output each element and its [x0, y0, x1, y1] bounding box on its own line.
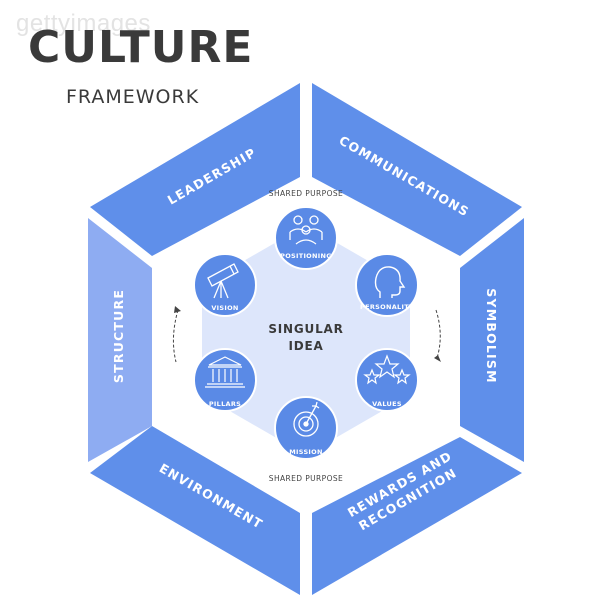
telescope-icon [207, 263, 239, 299]
node-label-personality: PERSONALITY [360, 303, 414, 311]
node-mission: MISSION [274, 396, 338, 460]
node-positioning: POSITIONING [274, 206, 338, 270]
arrow-head-left-icon [174, 306, 181, 313]
segment-symbolism [460, 218, 524, 462]
head-profile-icon [374, 266, 406, 298]
page-title: CULTURE [28, 22, 254, 73]
node-label-mission: MISSION [289, 448, 322, 456]
rotation-arrow-left [172, 309, 179, 363]
segment-label-structure: STRUCTURE [111, 289, 126, 383]
segment-communications [312, 83, 522, 256]
node-label-vision: VISION [211, 304, 238, 312]
target-icon [293, 401, 320, 437]
segment-label-symbolism: SYMBOLISM [484, 288, 499, 384]
watermark: gettyimages [16, 10, 151, 37]
segment-structure [88, 218, 152, 462]
node-label-positioning: POSITIONING [280, 252, 332, 260]
segment-rewards [312, 437, 522, 595]
page-subtitle: FRAMEWORK [66, 86, 200, 108]
node-values: VALUES [355, 348, 419, 412]
rotation-arrow-right [435, 309, 441, 359]
node-label-pillars: PILLARS [209, 400, 241, 408]
bank-icon [205, 356, 245, 388]
segment-leadership [90, 83, 300, 256]
core-label-line1: SINGULAR [268, 322, 343, 336]
node-vision: VISION [193, 253, 257, 317]
shared-purpose-top: SHARED PURPOSE [269, 189, 343, 198]
team-icon [289, 215, 323, 245]
node-label-values: VALUES [372, 400, 402, 408]
node-pillars: PILLARS [193, 348, 257, 412]
arrow-head-right-icon [434, 355, 441, 362]
node-personality: PERSONALITY [355, 253, 419, 317]
shared-purpose-bottom: SHARED PURPOSE [269, 474, 343, 483]
core-label-line2: IDEA [288, 339, 323, 353]
stars-icon [363, 354, 411, 385]
segment-environment [90, 426, 300, 595]
